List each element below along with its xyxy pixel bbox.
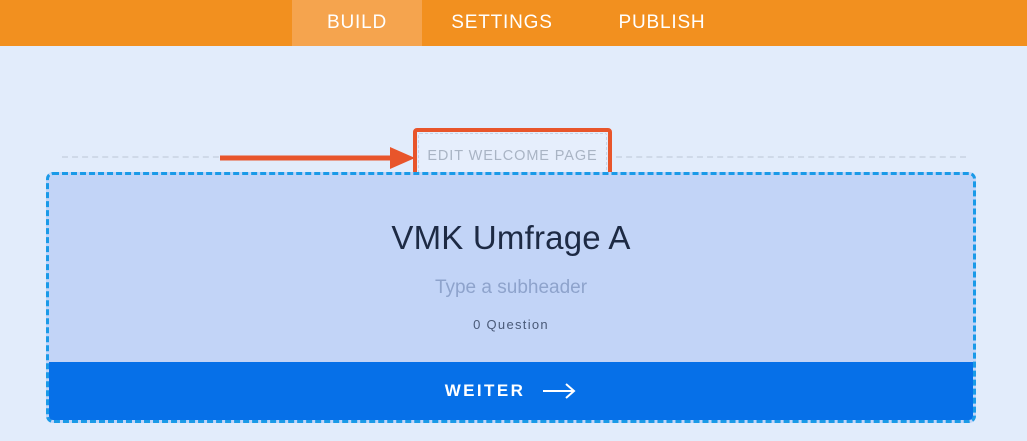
welcome-page-card[interactable]: VMK Umfrage A Type a subheader 0 Questio…: [46, 172, 976, 423]
tab-settings[interactable]: SETTINGS: [422, 0, 582, 46]
arrow-right-annotation-icon: [220, 144, 415, 172]
tab-publish-label: PUBLISH: [618, 12, 706, 33]
topbar-left-spacer: [0, 0, 292, 46]
tab-build-label: BUILD: [327, 12, 387, 33]
survey-subheader-placeholder[interactable]: Type a subheader: [434, 277, 588, 298]
edit-welcome-page-label: EDIT WELCOME PAGE: [427, 148, 598, 164]
tab-settings-label: SETTINGS: [451, 12, 553, 33]
divider-line-left: [62, 156, 410, 158]
arrow-right-icon: [543, 383, 577, 399]
next-button[interactable]: WEITER: [49, 362, 973, 420]
edit-welcome-page-button[interactable]: EDIT WELCOME PAGE: [418, 133, 607, 179]
question-count-label: 0 Question: [473, 317, 549, 332]
welcome-page-row: EDIT WELCOME PAGE: [0, 46, 1027, 184]
next-button-label: WEITER: [444, 381, 526, 400]
survey-title[interactable]: VMK Umfrage A: [391, 219, 631, 256]
tab-publish[interactable]: PUBLISH: [582, 0, 742, 46]
welcome-page-card-body: VMK Umfrage A Type a subheader 0 Questio…: [49, 175, 973, 362]
tab-build[interactable]: BUILD: [292, 0, 422, 46]
top-navigation-bar: BUILD SETTINGS PUBLISH: [0, 0, 1027, 46]
divider-line-right: [616, 156, 966, 158]
